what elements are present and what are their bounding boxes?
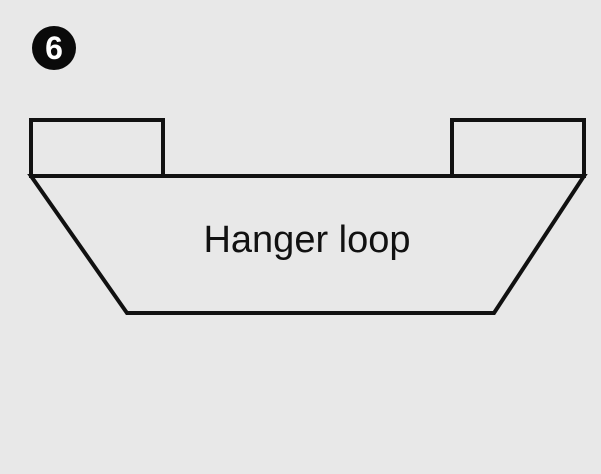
step-number-badge: 6 bbox=[32, 26, 76, 70]
hanger-loop-trapezoid bbox=[27, 174, 588, 315]
right-tab bbox=[450, 118, 586, 178]
left-tab bbox=[29, 118, 165, 178]
hanger-loop-label: Hanger loop bbox=[203, 219, 410, 261]
